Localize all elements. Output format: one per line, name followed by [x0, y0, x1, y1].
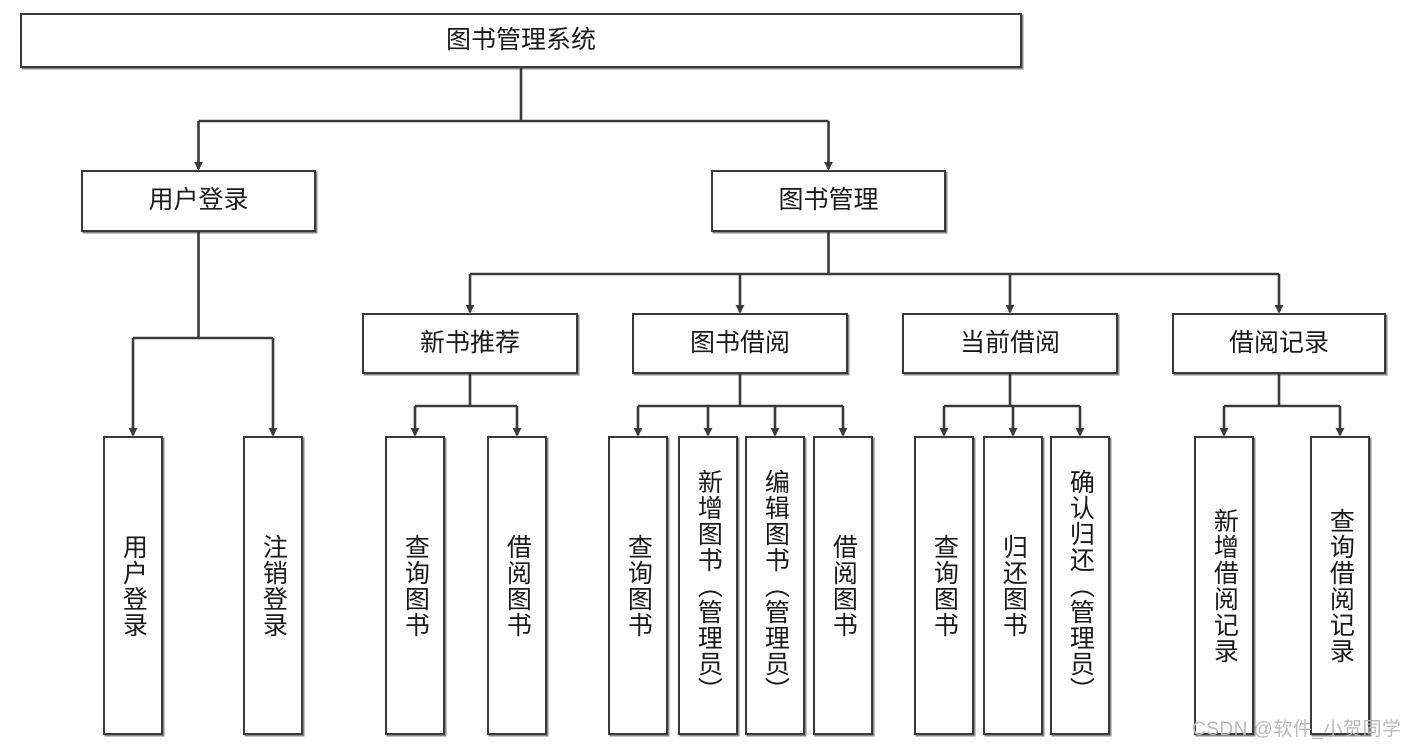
node-new-book-recommend[interactable]: 新书推荐 — [362, 313, 578, 374]
node-leaf-query-book-current[interactable]: 查询图书 — [914, 436, 974, 735]
node-book-manage[interactable]: 图书管理 — [711, 170, 946, 232]
node-current-borrow[interactable]: 当前借阅 — [902, 313, 1118, 374]
node-user-login[interactable]: 用户登录 — [81, 170, 316, 232]
node-leaf-confirm-return-admin[interactable]: 确认归还（管理员） — [1050, 436, 1110, 735]
node-leaf-add-borrow-record[interactable]: 新增借阅记录 — [1194, 436, 1254, 735]
node-label: 查询图书 — [930, 533, 959, 638]
node-leaf-edit-book-admin[interactable]: 编辑图书（管理员） — [745, 436, 805, 735]
node-leaf-query-book-borrow[interactable]: 查询图书 — [608, 436, 668, 735]
node-leaf-borrow-book-rec[interactable]: 借阅图书 — [487, 436, 547, 735]
node-book-borrow[interactable]: 图书借阅 — [632, 313, 848, 374]
node-label: 借阅图书 — [503, 533, 532, 638]
node-label: 查询图书 — [624, 533, 653, 638]
node-label: 当前借阅 — [959, 328, 1060, 357]
node-label: 图书借阅 — [689, 328, 790, 357]
node-label: 注销登录 — [259, 533, 288, 638]
node-label: 新增图书（管理员） — [694, 468, 723, 703]
node-leaf-user-login[interactable]: 用户登录 — [103, 436, 163, 735]
node-leaf-borrow-book[interactable]: 借阅图书 — [813, 436, 873, 735]
node-label: 归还图书 — [999, 533, 1028, 638]
node-label: 新书推荐 — [419, 328, 520, 357]
node-label: 编辑图书（管理员） — [761, 468, 790, 703]
node-label: 查询图书 — [401, 533, 430, 638]
node-label: 图书管理系统 — [445, 25, 596, 54]
node-label: 图书管理 — [778, 186, 879, 215]
node-label: 新增借阅记录 — [1210, 507, 1239, 664]
node-leaf-return-book[interactable]: 归还图书 — [983, 436, 1043, 735]
edge-group — [128, 68, 1345, 437]
node-leaf-add-book-admin[interactable]: 新增图书（管理员） — [678, 436, 738, 735]
node-label: 用户登录 — [148, 186, 249, 215]
node-leaf-query-borrow-record[interactable]: 查询借阅记录 — [1310, 436, 1370, 735]
node-label: 确认归还（管理员） — [1066, 468, 1095, 703]
node-borrow-record[interactable]: 借阅记录 — [1172, 313, 1386, 374]
node-label: 借阅图书 — [829, 533, 858, 638]
watermark-text: CSDN @软件_小贺同学 — [1192, 719, 1402, 740]
node-label: 查询借阅记录 — [1326, 507, 1355, 664]
node-root[interactable]: 图书管理系统 — [20, 13, 1022, 68]
node-label: 借阅记录 — [1228, 328, 1329, 357]
node-leaf-logout[interactable]: 注销登录 — [243, 436, 303, 735]
node-label: 用户登录 — [119, 533, 148, 638]
node-leaf-query-book-rec[interactable]: 查询图书 — [385, 436, 445, 735]
